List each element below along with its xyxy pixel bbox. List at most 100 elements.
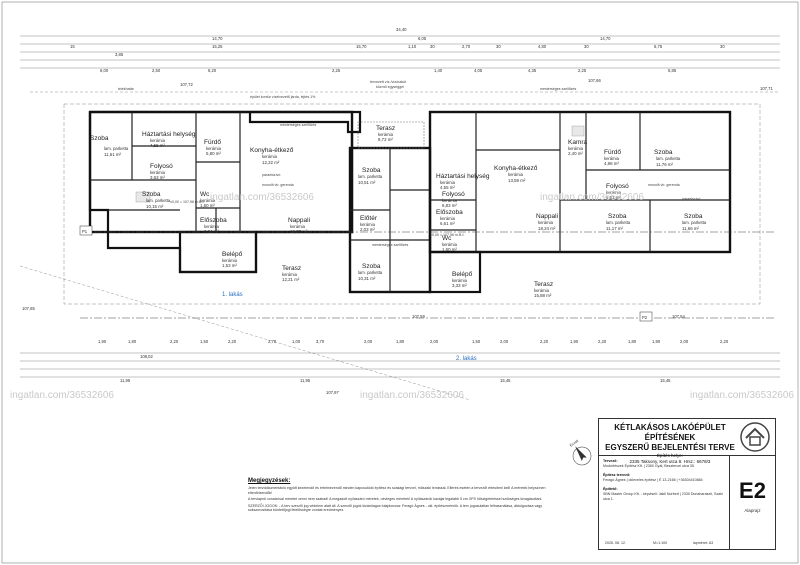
bottom-dimension-chains: 1,90 1,80 2,20 1,50 2,20 2,70 1,00 3,70 … [98,339,729,383]
room-floor: lam. parketta [358,270,383,275]
dim-top: 4,80 [538,44,547,49]
dim-bottom: 1,80 [628,339,637,344]
dim-top: 4,05 [474,68,483,73]
room-name: Belépő [222,251,243,258]
room-name: Nappali [288,217,310,224]
dim-top: 30 [430,44,435,49]
room-name: Wc [442,235,452,242]
dim-top: 14,70 [600,36,611,41]
north-label: Észak [568,438,579,448]
dim-bottom: 15,45 [660,378,671,383]
room-area: 18,37 m² [290,229,308,234]
room-area: 4,98 m² [604,161,619,166]
designer-label: Építész tervező: [603,473,631,477]
sheet-name: Alaprajz [744,508,761,513]
room-name: Szoba [608,213,627,220]
dim-bottom: 3,70 [316,339,325,344]
house-logo-icon [740,422,770,452]
chimney-hatch [571,125,585,137]
flat-2-rooms: Háztartási helység kerámia 4,55 m² Folyo… [430,87,707,362]
room-area: 5,61 m² [606,195,621,200]
room-name: Előtér [360,215,378,222]
flat-1-rooms: Szoba lam. parketta 11,51 m² Háztartási … [90,123,317,298]
level-zero-right: ±0,00 = 107,96 m.B.f. [430,233,464,237]
boundary-label: telekhatár [118,87,135,91]
room-floor: kerámia [206,146,222,151]
watermark-text: ingatlan.com/36532606 [210,192,314,203]
room-floor: lam. parketta [146,198,171,203]
section-p2-label: P2 [642,315,648,320]
notes-heading: Megjegyzések: [248,478,291,484]
room-name: Kamra [568,139,588,146]
owner-label: Tervező: [603,459,618,463]
dim-top: 1,40 [434,68,443,73]
room-floor: kerámia [378,132,394,137]
title-block-header: KÉTLAKÁSOS LAKÓÉPÜLET ÉPÍTÉSÉNEK EGYSZER… [599,419,775,464]
dim-bottom: 2,20 [228,339,237,344]
level-zero-left: ±0,00 = 107,96 m.B.f. [170,200,204,204]
room-name: Szoba [90,135,109,142]
watermark-text: ingatlan.com/36532606 [690,390,794,401]
dim-top: 6,20 [208,68,217,73]
room-name: Terasz [282,265,301,272]
level-mark: 107,54 [672,314,685,319]
room-floor: kerámia [508,172,524,177]
project-title-line2: EGYSZERŰ BEJELENTÉSI TERVE [605,443,735,452]
location-value: 2335 Taksony, Kert utca 8. Hrsz.: 6678/3 [629,459,711,464]
room-name: Belépő [452,271,473,278]
dim-bottom: 15,45 [500,378,511,383]
level-mark: 107,72 [180,82,193,87]
room-area: 6,83 m² [442,203,457,208]
flat-1-label: 1. lakás [222,292,243,298]
room-floor: kerámia [222,258,238,263]
designer-value: Feragó Ágnes | okleveles építész | É 13-… [603,478,703,482]
dim-bottom: 2,00 [500,339,509,344]
room-name: Szoba [142,191,161,198]
dim-top: 6,75 [654,44,663,49]
room-floor: kerámia [568,146,584,151]
room-floor: kerámia [204,224,220,229]
dim-bottom: 2,20 [720,339,729,344]
room-floor: kerámia [442,198,458,203]
room-name: Háztartási helység [436,173,490,180]
room-area: 1,60 m² [442,247,457,252]
room-floor: kerámia [150,138,166,143]
watermarks: ingatlan.com/36532606 ingatlan.com/36532… [10,192,794,401]
level-mark: 107,66 [588,78,601,83]
dim-top: 30 [720,44,725,49]
title-block-footer: 2026. 08. 12. M=1:100 lapméret: A3 [599,539,729,549]
room-name: Konyha-étkező [250,147,294,154]
dim-bottom: 1,90 [570,339,579,344]
top-dimension-chains: 34,40 14,70 6,05 14,70 15 3,85 15,25 15,… [20,27,780,73]
dim-bottom: 2,20 [170,339,179,344]
dim-bottom: 2,00 [680,339,689,344]
room-area: 3,63 m² [150,175,165,180]
level-mark: 108,02 [140,354,153,359]
dim-top: 2,25 [332,68,341,73]
room-area: 11,76 m² [656,162,674,167]
notes-block: Megjegyzések: Jelen tervdokumentáció egy… [248,478,566,548]
note-beam: monolit vb. gerenda [648,183,680,187]
room-name: Előszoba [200,217,227,224]
room-area: 2,40 m² [568,151,583,156]
dim-bottom: 1,50 [472,339,481,344]
room-floor: kerámia [442,242,458,247]
dim-top: 2,25 [578,68,587,73]
title-block: KÉTLAKÁSOS LAKÓÉPÜLET ÉPÍTÉSÉNEK EGYSZER… [598,418,776,550]
section-p1-label: P1 [82,229,88,234]
dim-bottom: 1,80 [128,339,137,344]
flat-2-label: 2. lakás [456,356,477,362]
dim-top: 30 [584,44,589,49]
room-floor: lam. parketta [606,220,631,225]
room-area: 4,55 m² [440,185,455,190]
drawing-scale: M=1:100 [653,541,668,545]
note-ventilation: mesterséges szellőzés [540,87,577,91]
dim-bottom: 2,20 [540,339,549,344]
notes-paragraph: Jelen tervdokumentáció együtt kezelendő … [248,486,546,495]
room-name: Háztartási helység [142,131,196,138]
dim-top: 14,70 [212,36,223,41]
sheet-number: E2 [739,478,766,503]
dim-bottom: 2,20 [598,339,607,344]
room-area: 10,31 m² [358,276,376,281]
notes-paragraph: SZERZŐI JOGOK: - A terv szerzői jog véde… [248,503,543,513]
